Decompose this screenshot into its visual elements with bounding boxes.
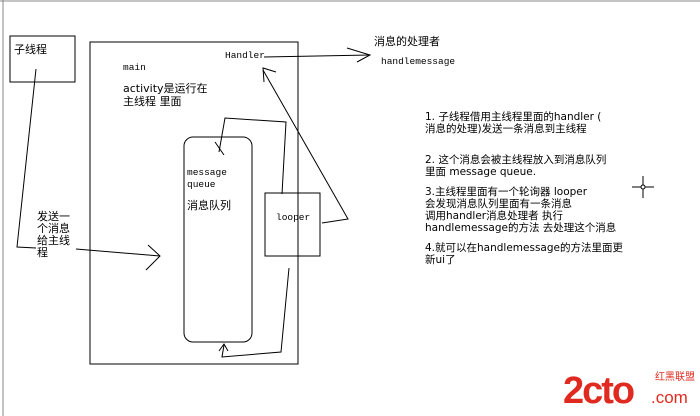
note-3: 3.主线程里面有一个轮询器 looper 会发现消息队列里面有一条消息 调用ha…: [425, 186, 616, 234]
main-thread-box: [89, 41, 299, 365]
note-line: 2. 这个消息会被主线程放入到消息队列: [425, 154, 607, 166]
note-line: 4.就可以在handlemessage的方法里面更: [425, 242, 623, 254]
sub-thread-label: 子线程: [14, 43, 47, 56]
note-4: 4.就可以在handlemessage的方法里面更 新ui了: [425, 242, 623, 266]
note-line: 新ui了: [425, 254, 456, 266]
activity-line1: activity是运行在: [123, 82, 208, 95]
handler-role-label: 消息的处理者: [374, 35, 440, 48]
send-label-line: 发送一: [37, 210, 70, 223]
watermark-logo: 2cto 红黑联盟 .com: [563, 370, 700, 414]
logo-tagline: 红黑联盟: [655, 372, 695, 383]
arrowhead: [262, 67, 277, 83]
crosshair-cursor-icon: [632, 176, 654, 198]
message-queue-box: [183, 136, 253, 343]
send-message-line: [16, 68, 37, 249]
queue-en-line2: queue: [187, 179, 216, 190]
main-label: main: [123, 62, 146, 73]
queue-en-line1: message: [187, 167, 227, 178]
arrowhead: [346, 47, 372, 63]
note-line: 消息的处理)发送一条消息到主线程: [425, 123, 587, 135]
arrowhead: [218, 343, 229, 352]
note-line: 1. 子线程借用主线程里面的handler (: [425, 111, 602, 123]
arrowhead: [145, 244, 161, 271]
looper-box: [264, 192, 321, 257]
handler-to-handlemessage-arrow: [263, 54, 371, 58]
note-2: 2. 这个消息会被主线程放入到消息队列 里面 message queue.: [425, 154, 606, 178]
send-label-line: 个消息: [37, 222, 70, 235]
send-message-label: 发送一 个消息 给主线 程: [37, 211, 70, 259]
activity-line2: 主线程 里面: [123, 95, 182, 108]
note-line: handlemessage的方法 去处理这个消息: [425, 222, 617, 234]
logo-main: 2cto: [563, 370, 635, 412]
looper-to-queue-line: [218, 117, 287, 195]
queue-cn-label: 消息队列: [187, 199, 231, 212]
note-1: 1. 子线程借用主线程里面的handler ( 消息的处理)发送一条消息到主线程: [425, 111, 601, 135]
sub-thread-box: [9, 35, 76, 83]
handler-label: Handler: [225, 50, 265, 61]
note-line: 会发现消息队列里面有一条消息: [425, 198, 572, 210]
note-line: 调用handler消息处理者 执行: [425, 210, 563, 222]
queue-to-looper-line: [221, 267, 290, 358]
looper-label: looper: [276, 212, 311, 223]
looper-to-handler-arrow: [262, 69, 349, 224]
logo-suffix: .com: [651, 388, 688, 407]
send-label-line: 给主线: [37, 234, 70, 247]
arrowhead: [214, 141, 225, 156]
note-line: 3.主线程里面有一个轮询器 looper: [425, 186, 588, 198]
send-message-arrow: [75, 248, 161, 257]
send-label-line: 程: [37, 246, 48, 259]
note-line: 里面 message queue.: [425, 166, 537, 178]
handlemessage-label: handlemessage: [381, 56, 456, 67]
